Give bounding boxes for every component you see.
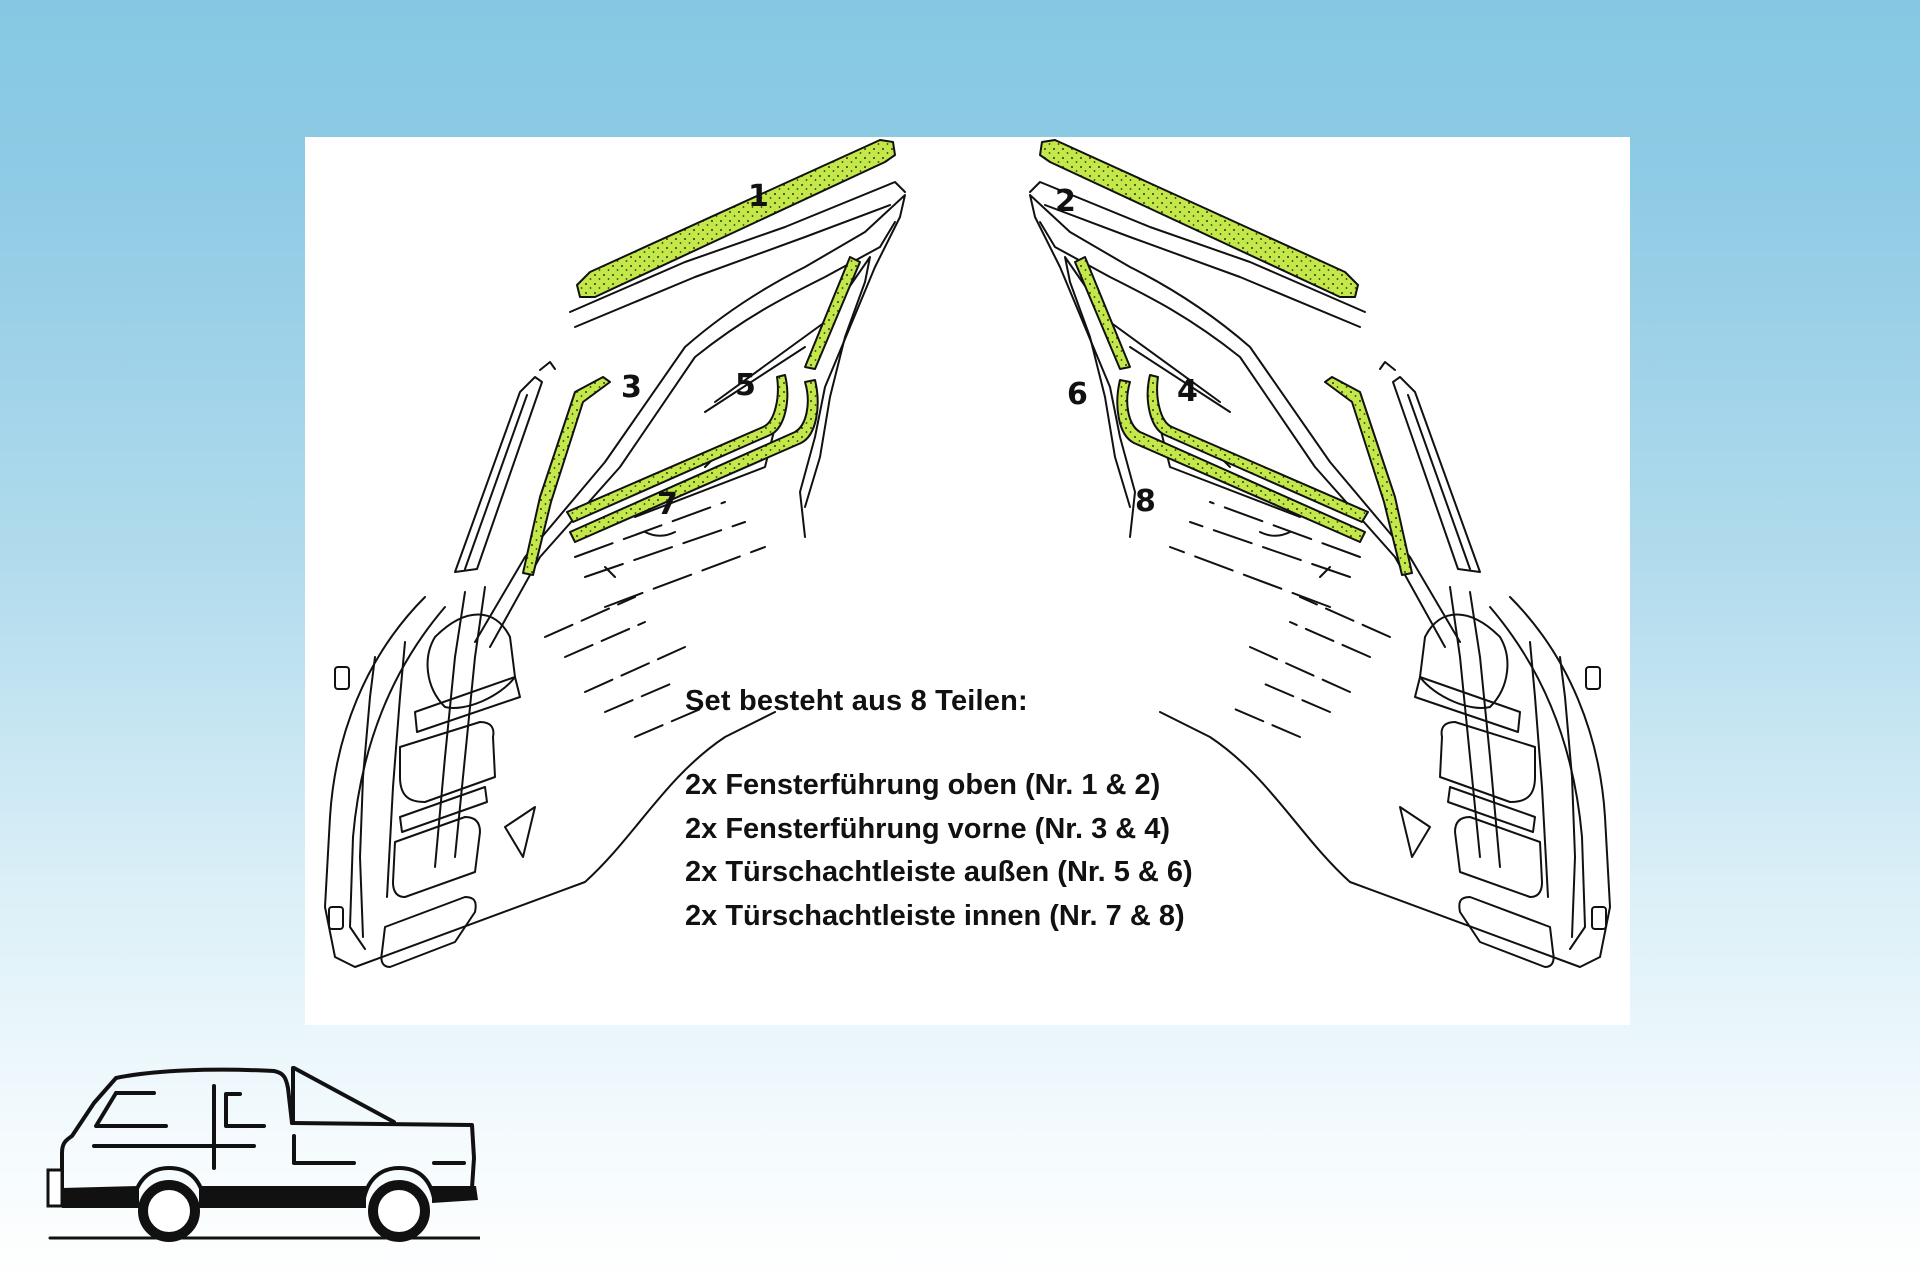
set-item: 2x Türschachtleiste innen (Nr. 7 & 8) xyxy=(685,899,1185,932)
pickup-truck-icon xyxy=(46,1066,480,1242)
seal-strip-3 xyxy=(522,376,611,576)
right-door-outline xyxy=(1029,181,1611,968)
left-door-outline xyxy=(324,181,906,968)
set-item: 2x Fensterführung oben (Nr. 1 & 2) xyxy=(685,769,1161,801)
set-contents-title: Set besteht aus 8 Teilen: xyxy=(685,685,1028,717)
set-contents-list: Set besteht aus 8 Teilen: 2x Fensterführ… xyxy=(685,685,1193,938)
seal-strip-1 xyxy=(576,139,896,298)
door-seal-diagram xyxy=(324,139,1611,968)
part-label-5: 5 xyxy=(735,368,756,403)
set-item: 2x Türschachtleiste außen (Nr. 5 & 6) xyxy=(685,856,1193,888)
part-label-2: 2 xyxy=(1055,184,1076,219)
part-label-6: 6 xyxy=(1067,377,1088,412)
part-label-8: 8 xyxy=(1135,484,1156,519)
part-label-7: 7 xyxy=(657,487,678,522)
seal-strip-2 xyxy=(1039,139,1359,298)
diagram-panel: 1 2 3 4 5 6 7 8 Set besteht aus 8 Teilen… xyxy=(305,137,1630,1025)
seal-strip-6 xyxy=(1146,374,1369,523)
seal-strip-4 xyxy=(1324,376,1413,576)
part-label-3: 3 xyxy=(621,370,642,405)
part-label-1: 1 xyxy=(748,179,769,214)
seal-strip-5 xyxy=(566,374,789,523)
seal-strip-8 xyxy=(1116,379,1366,543)
seal-strips xyxy=(522,139,1413,576)
part-label-4: 4 xyxy=(1177,374,1198,409)
set-item: 2x Fensterführung vorne (Nr. 3 & 4) xyxy=(685,812,1171,845)
seal-strip-7 xyxy=(569,379,819,543)
